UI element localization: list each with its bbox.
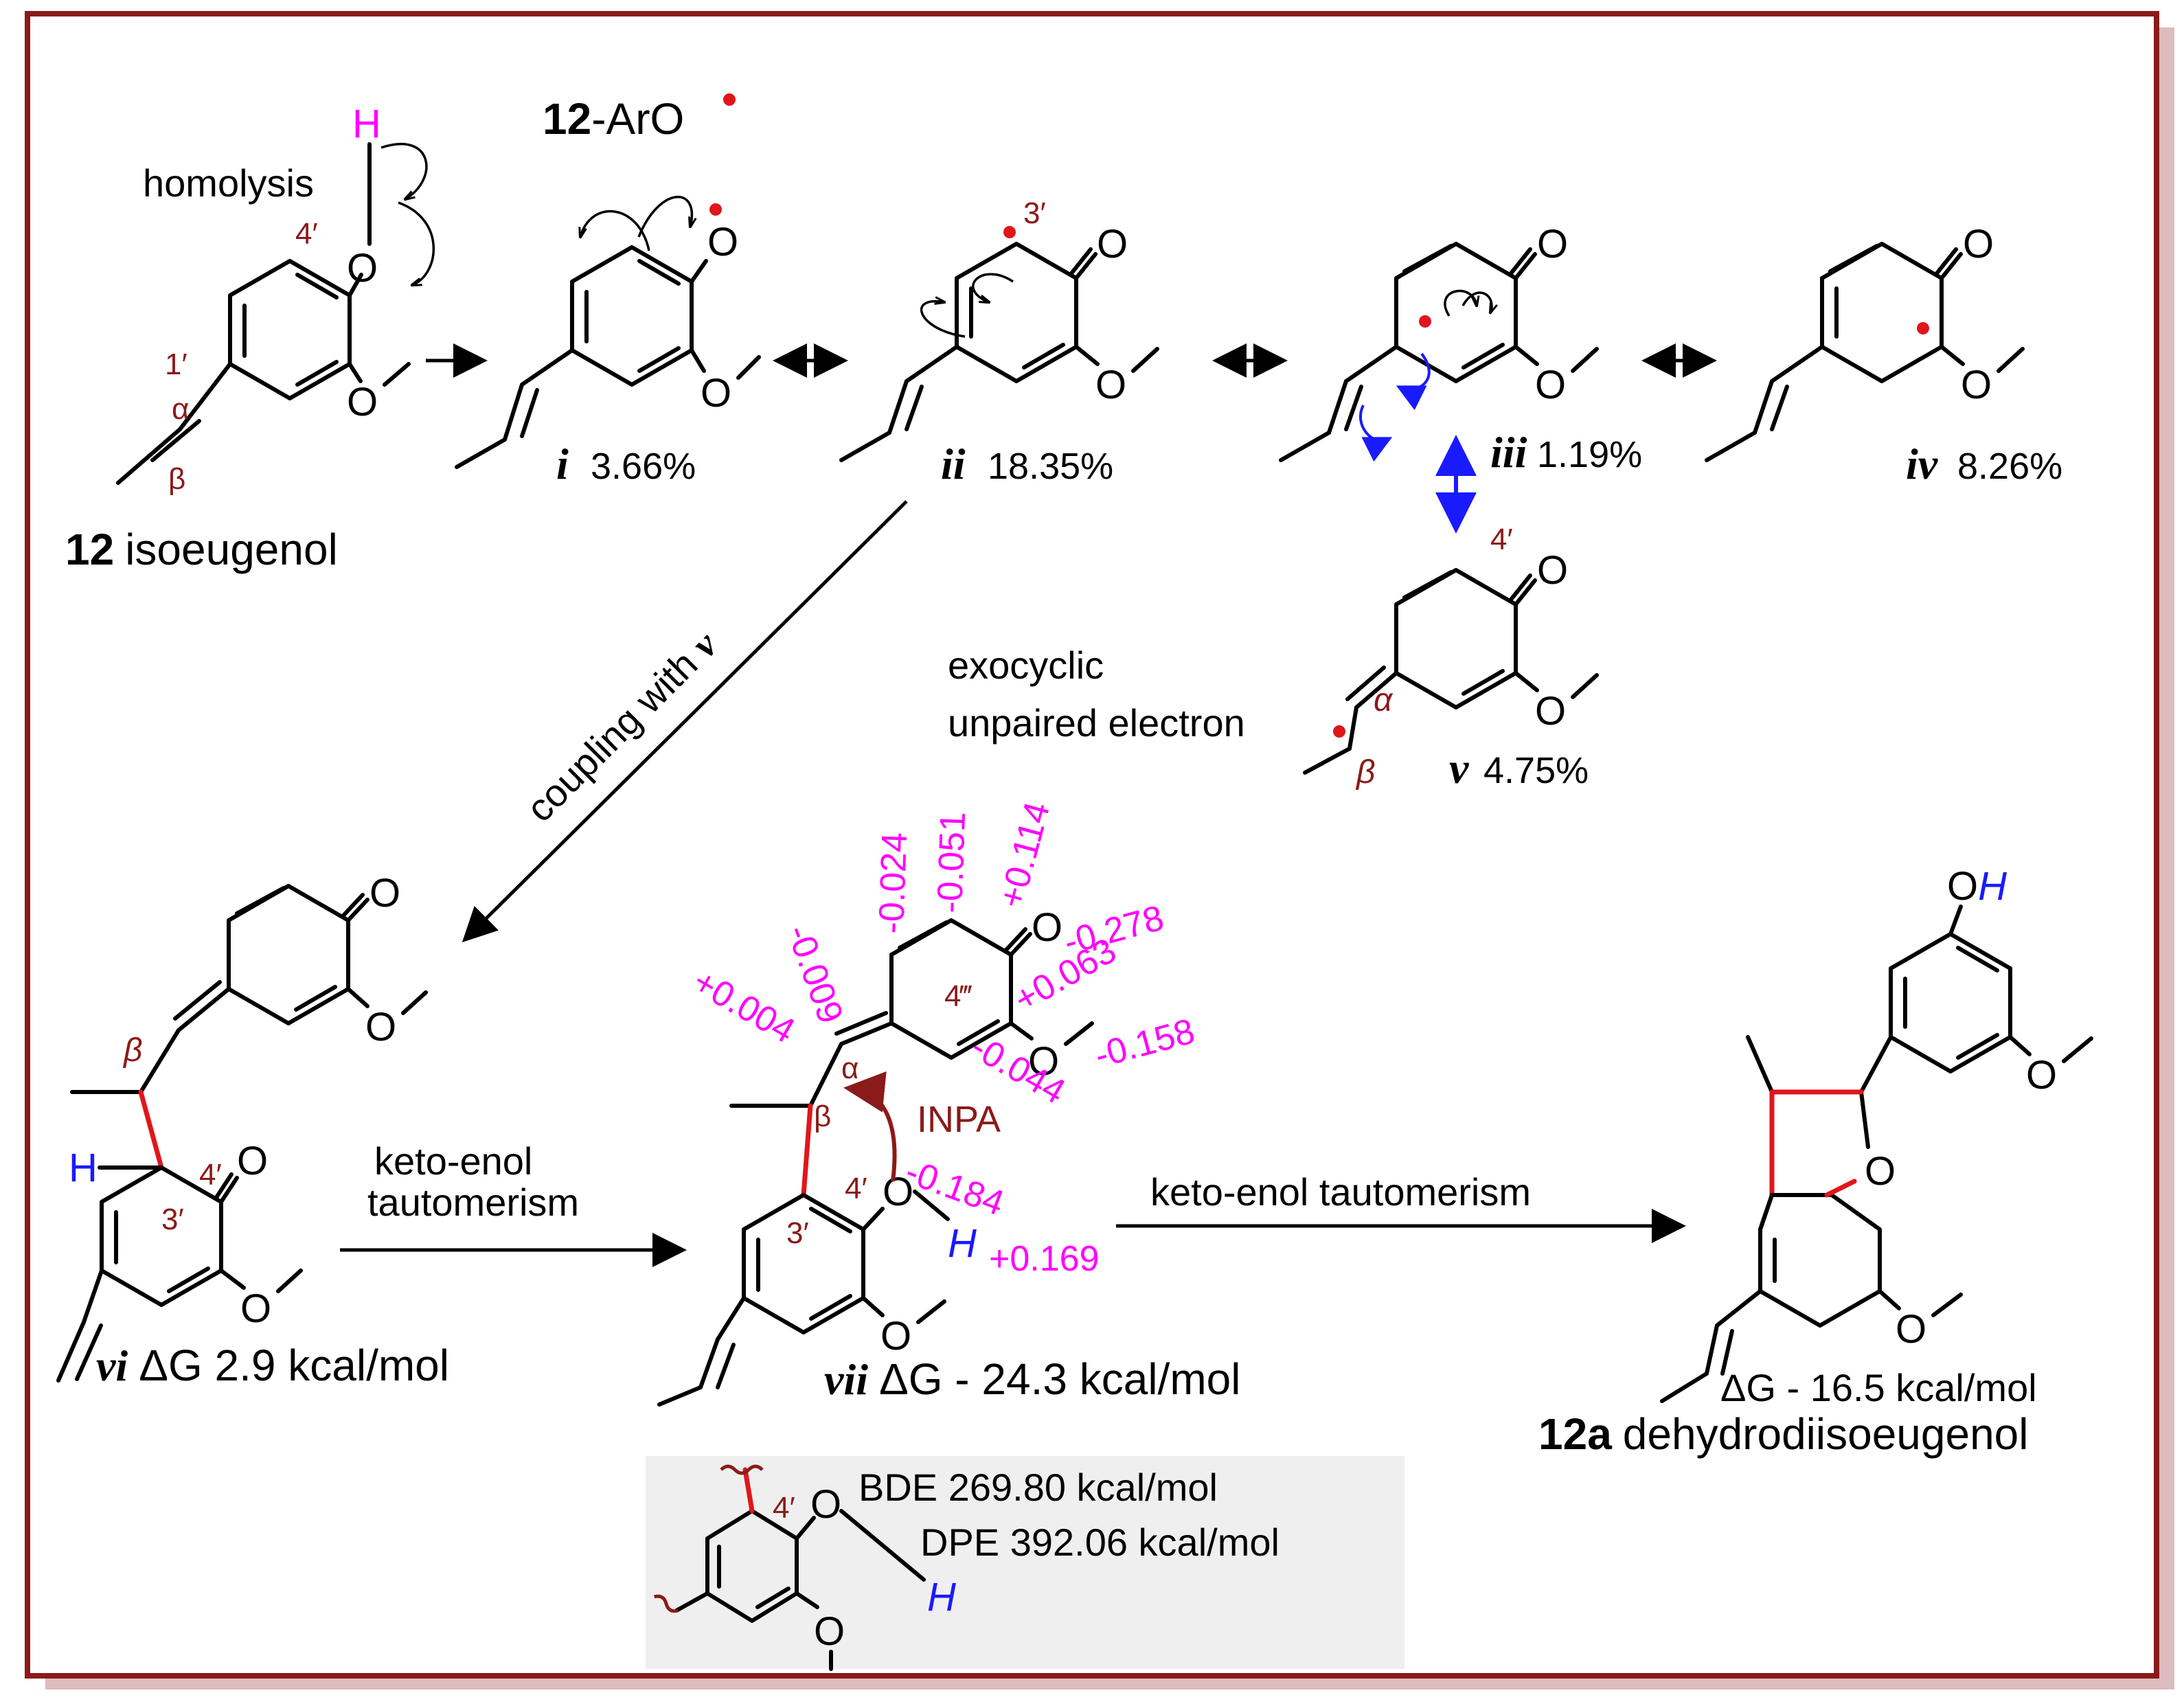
label-iv: iv (1906, 440, 1938, 488)
dg-vii: ΔG - 24.3 kcal/mol (879, 1354, 1240, 1404)
beta-12: β (168, 462, 185, 496)
pos-4p-v: 4′ (1490, 523, 1513, 556)
svg-text:O: O (237, 1139, 268, 1183)
svg-text:12-ArO: 12-ArO (543, 94, 684, 144)
svg-text:O: O (1961, 363, 1992, 407)
structure-iv: O O iv 8.26% (1705, 222, 2062, 488)
title-number: 12 (543, 94, 591, 144)
svg-text:O: O (1095, 363, 1126, 407)
radical-dot (723, 93, 736, 106)
H-inset: H (927, 1575, 956, 1619)
label-vii: vii (824, 1355, 868, 1404)
H-vi: H (69, 1146, 98, 1190)
alpha-v: α (1374, 682, 1394, 718)
exocyclic-line1: exocyclic (948, 644, 1104, 687)
svg-text:O: O (1097, 222, 1128, 266)
svg-text:O: O (1963, 222, 1994, 266)
beta-vi: β (122, 1032, 142, 1069)
compound-name-12: isoeugenol (125, 525, 338, 574)
svg-text:O: O (880, 1314, 911, 1358)
title-radical: 12-ArO (543, 93, 736, 144)
inpa-label: INPA (917, 1099, 1001, 1140)
keto-enol-line1: keto-enol (374, 1139, 532, 1183)
inset-box: O H O 4′ BDE 269.80 kcal/mol DPE 392.06 … (646, 1456, 1404, 1671)
atom-Omethoxy-12: O (347, 380, 378, 424)
pos-4p-vii: 4′ (845, 1172, 867, 1205)
structure-i: O O i 3.66% (455, 195, 761, 488)
beta-v: β (1355, 754, 1375, 791)
svg-text:O: O (707, 220, 738, 264)
pct-iv: 8.26% (1957, 446, 2062, 487)
dg-vi: ΔG 2.9 kcal/mol (139, 1341, 449, 1390)
pos-3p-vi: 3′ (161, 1203, 184, 1236)
dpe-text: DPE 392.06 kcal/mol (920, 1521, 1279, 1564)
atom-O-12: O (347, 246, 378, 291)
pos-4p-vi: 4′ (199, 1158, 222, 1192)
pos-1p-12: 1′ (165, 348, 187, 381)
svg-text:O: O (1032, 905, 1062, 950)
svg-text:O: O (2026, 1053, 2057, 1097)
bde-text: BDE 269.80 kcal/mol (858, 1466, 1218, 1509)
pos-3p-ii: 3′ (1023, 196, 1046, 230)
pct-ii: 18.35% (988, 446, 1113, 487)
alpha-vii: α (841, 1051, 858, 1085)
svg-text:O: O (1537, 222, 1568, 266)
svg-text:O: O (1537, 548, 1568, 593)
charge-c1: -0.024 (872, 832, 915, 934)
alpha-12: α (172, 392, 189, 426)
svg-text:O: O (1535, 363, 1566, 407)
keto-enol-tautomerism-2: keto-enol tautomerism (1150, 1170, 1531, 1214)
keto-enol-line2: tautomerism (367, 1181, 579, 1224)
frame (25, 11, 2159, 1679)
structure-iii: O O iii 1.19% (1279, 222, 1642, 477)
label-vi: vi (96, 1341, 128, 1390)
svg-text:O: O (883, 1170, 913, 1214)
structure-ii: O 3′ O ii 18.35% (839, 196, 1159, 488)
svg-text:O: O (810, 1482, 841, 1527)
label-ii: ii (941, 440, 966, 488)
svg-text:O: O (1896, 1307, 1926, 1352)
label-v: v (1449, 744, 1469, 793)
pos-3p-vii: 3′ (786, 1216, 809, 1250)
svg-text:O: O (240, 1286, 271, 1331)
dg-12a: ΔG - 16.5 kcal/mol (1720, 1366, 2037, 1409)
svg-text:O: O (1028, 1039, 1059, 1084)
pct-v: 4.75% (1483, 750, 1589, 791)
atom-H-12: H (352, 102, 381, 146)
oh-12a: OH (1947, 864, 2007, 909)
svg-text:O: O (369, 871, 400, 915)
structure-vii: O O 4‴ α β O H O 4′ 3′ INPA -0.024 (657, 798, 1240, 1407)
label-iii: iii (1490, 428, 1527, 477)
number-12a: 12a (1538, 1409, 1612, 1459)
svg-text:O: O (701, 371, 731, 416)
structure-v: O 4′ O α β exocyclic unpaired electron v… (948, 523, 1599, 793)
coupling-arrow (462, 500, 908, 943)
svg-text:O: O (1535, 689, 1566, 733)
compound-number-12: 12 (65, 525, 114, 574)
svg-text:O: O (1865, 1149, 1896, 1194)
pos-4p-12: 4′ (295, 217, 318, 251)
H-vii: H (948, 1221, 977, 1266)
pos-4pp-vii: 4‴ (944, 979, 972, 1013)
title-suffix: -ArO (591, 94, 684, 144)
svg-text:O: O (365, 1005, 396, 1049)
pct-i: 3.66% (591, 446, 696, 487)
pos-4p-inset: 4′ (773, 1491, 795, 1525)
homolysis-label: homolysis (143, 161, 314, 205)
exocyclic-line2: unpaired electron (948, 701, 1245, 744)
label-i: i (556, 440, 569, 488)
charge-h: +0.169 (989, 1239, 1100, 1279)
pct-iii: 1.19% (1537, 434, 1642, 475)
charge-c2: -0.051 (930, 811, 973, 913)
svg-text:O: O (814, 1609, 845, 1654)
beta-vii: β (814, 1100, 831, 1133)
name-12a: dehydrodiisoeugenol (1623, 1409, 2029, 1459)
